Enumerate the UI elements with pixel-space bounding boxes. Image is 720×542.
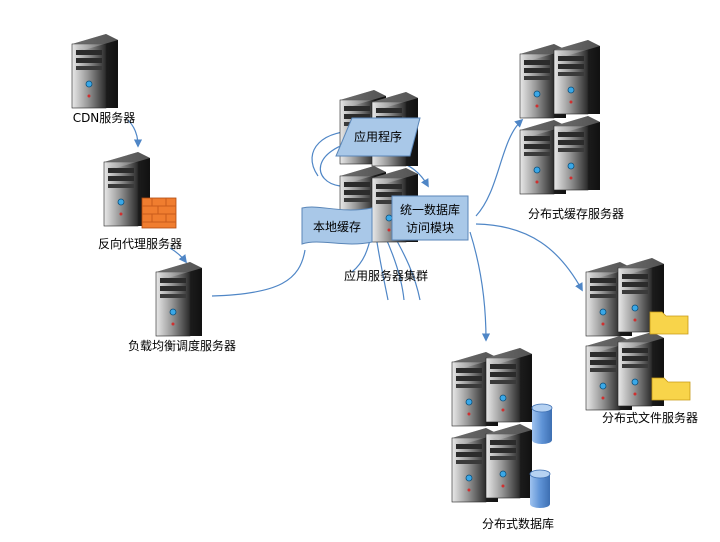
- database-icon: [529, 469, 551, 508]
- server-icon: [553, 39, 601, 115]
- data-access-box: 统一数据库 访问模块: [391, 195, 469, 241]
- dist-db-node: 分布式数据库: [451, 347, 554, 531]
- edge-to-cache: [475, 118, 524, 217]
- dist-cache-label: 分布式缓存服务器: [528, 206, 624, 221]
- database-icon: [531, 403, 553, 444]
- server-icon: [155, 261, 203, 337]
- reverse-proxy-node: 反向代理服务器: [98, 151, 182, 251]
- dist-cache-node: 分布式缓存服务器: [519, 39, 624, 221]
- load-balancer-label: 负载均衡调度服务器: [128, 338, 236, 353]
- server-icon: [71, 33, 119, 109]
- edge-to-db: [469, 231, 491, 342]
- server-icon: [485, 347, 533, 423]
- edge-cdn-to-proxy: [127, 119, 143, 148]
- local-cache-box: 本地缓存: [301, 206, 373, 245]
- app-cluster-node: 应用程序 本地缓存 统一数据库 访问模块 应用服务器集群: [301, 89, 469, 283]
- cdn-server-node: CDN服务器: [71, 33, 136, 125]
- data-access-label-line2: 访问模块: [406, 221, 454, 235]
- edge-proxy-to-lb: [169, 247, 188, 264]
- load-balancer-node: 负载均衡调度服务器: [128, 261, 236, 353]
- edge-to-file: [475, 223, 583, 292]
- app-program-label: 应用程序: [354, 129, 402, 144]
- local-cache-label: 本地缓存: [313, 220, 361, 234]
- app-cluster-label: 应用服务器集群: [344, 268, 428, 283]
- cdn-label: CDN服务器: [73, 110, 136, 125]
- folder-icon: [651, 377, 691, 401]
- server-icon: [485, 423, 533, 499]
- firewall-icon: [141, 197, 177, 229]
- app-program-box: 应用程序: [335, 117, 421, 157]
- edge-lb-to-cluster: [211, 249, 306, 297]
- server-icon: [553, 115, 601, 191]
- dist-file-node: 分布式文件服务器: [585, 257, 698, 425]
- folder-icon: [649, 311, 689, 335]
- dist-db-label: 分布式数据库: [482, 516, 554, 531]
- dist-file-label: 分布式文件服务器: [602, 410, 698, 425]
- reverse-proxy-label: 反向代理服务器: [98, 236, 182, 251]
- data-access-label-line1: 统一数据库: [400, 202, 460, 217]
